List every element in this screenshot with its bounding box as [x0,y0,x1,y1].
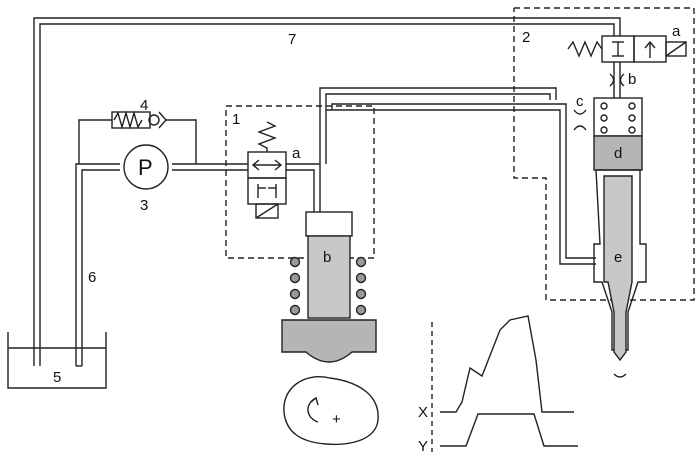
circuit-box-2 [513,7,695,301]
hp-line-outer [319,87,557,164]
valve1-to-plunger-inner [286,169,315,212]
valve-1-solenoid [255,203,279,219]
relief-valve-4-seat [158,111,167,129]
hp-line-inner [325,93,551,164]
label-cam-plus: + [332,411,341,428]
valve1-to-plunger-outer [286,163,321,212]
valve-2-solenoid [665,41,687,57]
valve-1-arrow-right [274,159,283,171]
pump-barrel [305,211,353,237]
throttle-c [573,109,587,131]
valve-2-flow-arrow [644,40,656,49]
trace-y [440,413,578,447]
relief-valve-4-ball [148,114,160,126]
pump-p [123,144,169,190]
label-valve1-a: a [292,145,301,162]
label-plunger-b: b [323,249,331,266]
valve-1-solenoid-diag [255,203,279,219]
label-pump-p: P [138,155,153,180]
relief-valve-4-body [111,111,151,129]
label-line-6: 6 [88,269,96,286]
label-trace-y: Y [418,438,428,455]
injector-body [593,169,647,351]
injector-needle-e [603,175,633,362]
injector-spray-tip [613,373,627,378]
label-relief-4: 4 [140,97,148,114]
plunger-spring-right [355,256,367,316]
return-line-7-outer [33,17,621,366]
valve-1-lower [247,177,287,205]
plunger-spring-left [289,256,301,316]
valve-2-solenoid-diag [665,41,687,57]
drive-cam [283,376,379,446]
label-chamber-e: e [614,249,622,266]
label-chamber-d: d [614,145,622,162]
relief-bypass-return [166,119,197,164]
relief-bypass-line [78,119,112,164]
label-circuit-2: 2 [522,29,530,46]
trace-x [440,315,574,413]
return-line-7-inner [39,23,615,366]
valve-2-spring [567,40,603,58]
label-line-7: 7 [288,31,296,48]
label-pump-3: 3 [140,197,148,214]
suction-line-6-outer [75,163,120,366]
circuit-box-1 [225,105,375,259]
pump-plunger-b [307,235,351,319]
hp-line-to-e-outer [326,109,596,265]
valve-1-arrow-left [251,159,260,171]
label-throttle-c: c [576,93,584,110]
hp-line-to-e-inner [331,103,596,259]
pump-tappet [281,319,377,363]
label-valve2-a: a [672,23,681,40]
tank-5 [7,332,107,389]
cam-arrow-head [310,396,319,406]
label-tank-5: 5 [53,369,61,386]
injector-control-holes [600,102,636,134]
valve-1-spring [257,121,277,152]
label-throttle-b: b [628,71,636,88]
relief-valve-4-spring [113,110,143,130]
suction-line-6-inner [81,169,120,366]
label-trace-x: X [418,404,428,421]
label-circuit-1: 1 [232,111,240,128]
throttle-b [609,73,625,87]
